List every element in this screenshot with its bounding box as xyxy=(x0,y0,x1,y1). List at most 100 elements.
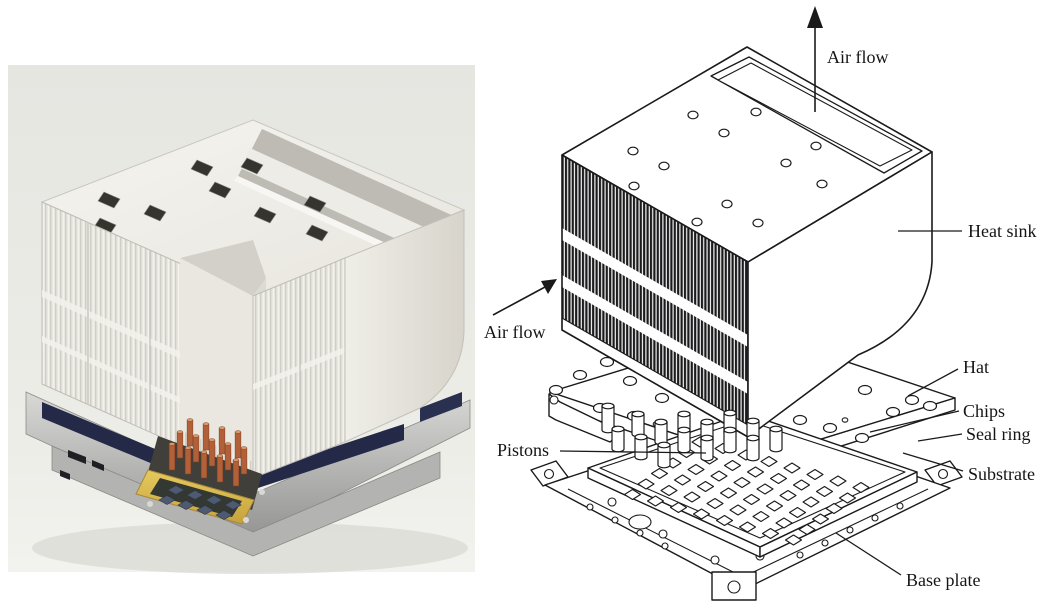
top-square-hole xyxy=(190,159,214,177)
piston-top xyxy=(677,410,691,418)
copper-piston-top xyxy=(224,442,232,446)
top-square-hole xyxy=(240,157,264,175)
air-flow-side-arrow xyxy=(541,279,557,294)
base-plate-hole xyxy=(871,514,879,522)
chip xyxy=(738,521,757,533)
copper-piston-top xyxy=(184,446,192,450)
copper-piston xyxy=(176,431,184,459)
chip xyxy=(660,484,678,497)
heat-sink-label: Heat sink xyxy=(968,221,1036,241)
label-chips: Chips xyxy=(869,401,1005,433)
label-base-plate: Base plate xyxy=(835,532,980,590)
diagram-labels: Air flow Air flow Heat sink Hat Chips xyxy=(484,6,1036,590)
air-flow-top-label: Air flow xyxy=(827,47,889,67)
hat-hole xyxy=(922,400,938,412)
vent-hole xyxy=(752,218,764,228)
chip xyxy=(673,474,692,486)
copper-piston-top xyxy=(192,434,200,438)
piston-top xyxy=(700,418,714,426)
piston-top xyxy=(611,425,625,433)
clamp-bar-left xyxy=(42,402,172,472)
piston-top xyxy=(631,410,645,418)
chip xyxy=(696,480,715,493)
chip xyxy=(723,459,742,472)
copper-piston-top xyxy=(186,418,194,422)
chip xyxy=(715,514,734,527)
copper-piston-top xyxy=(218,426,226,430)
piston xyxy=(611,429,625,453)
piston xyxy=(631,414,645,438)
vent-hole xyxy=(810,141,822,151)
piston xyxy=(746,438,760,462)
chip xyxy=(798,523,816,536)
air-flow-side-label: Air flow xyxy=(484,322,546,342)
base-label-marks xyxy=(60,450,104,480)
vent-hole xyxy=(628,181,640,191)
hat-hole xyxy=(572,369,588,381)
vent-hole xyxy=(816,179,828,189)
copper-piston-top xyxy=(240,446,248,450)
photo-chip xyxy=(224,500,242,510)
vent-hole xyxy=(687,110,699,120)
vent-hole xyxy=(658,161,670,171)
fin-gap-band xyxy=(562,275,748,394)
piston-top xyxy=(746,417,760,425)
copper-piston xyxy=(186,419,194,447)
chip xyxy=(825,502,843,515)
piston-top xyxy=(657,441,671,449)
label-substrate: Substrate xyxy=(902,452,1035,484)
base-plate-hole xyxy=(896,502,904,510)
chip xyxy=(650,467,669,480)
copper-piston-top xyxy=(208,438,216,442)
copper-piston xyxy=(202,423,210,451)
hat-hole xyxy=(548,384,564,396)
copper-piston xyxy=(240,447,248,475)
piston-top xyxy=(601,402,615,410)
screw-head xyxy=(243,517,249,523)
copper-piston xyxy=(168,443,176,471)
photo-chips xyxy=(158,485,242,520)
chip xyxy=(742,493,761,506)
hat-hole xyxy=(885,406,901,418)
fin-seam xyxy=(253,347,345,390)
copper-piston-top xyxy=(216,454,224,458)
photo-module xyxy=(40,119,466,479)
chip xyxy=(637,478,655,490)
base-plate-hole xyxy=(611,516,619,524)
copper-piston xyxy=(234,431,242,459)
photo-chip xyxy=(215,510,233,520)
hat-hole xyxy=(792,414,808,426)
copper-piston-top xyxy=(202,422,210,426)
top-square-hole xyxy=(143,204,167,222)
hat-label: Hat xyxy=(963,357,989,377)
piston xyxy=(654,422,668,446)
piston-top xyxy=(723,409,737,417)
vent-hole xyxy=(627,146,639,156)
seal-ring-label: Seal ring xyxy=(966,424,1031,444)
chip xyxy=(733,476,751,489)
chip xyxy=(706,497,724,510)
top-square-hole xyxy=(97,191,121,209)
chips-label: Chips xyxy=(963,401,1005,421)
photo-chip xyxy=(158,495,176,505)
chip xyxy=(746,466,765,478)
clamp-bar-right xyxy=(258,424,404,488)
copper-piston xyxy=(208,439,216,467)
copper-piston xyxy=(200,451,208,479)
photo-chip xyxy=(196,505,214,515)
photo-panel xyxy=(8,65,475,574)
chip xyxy=(806,468,824,481)
piston xyxy=(677,430,691,454)
top-square-hole xyxy=(303,195,327,213)
piston-top xyxy=(723,426,737,434)
base-plate-hole xyxy=(821,539,829,547)
chip xyxy=(802,496,820,508)
label-heat-sink: Heat sink xyxy=(898,221,1036,241)
chip xyxy=(779,489,797,502)
hat-hole xyxy=(857,384,873,396)
heat-sink-top-holes xyxy=(627,107,828,228)
chip xyxy=(719,487,738,499)
chip xyxy=(710,470,728,482)
piston xyxy=(700,438,714,462)
